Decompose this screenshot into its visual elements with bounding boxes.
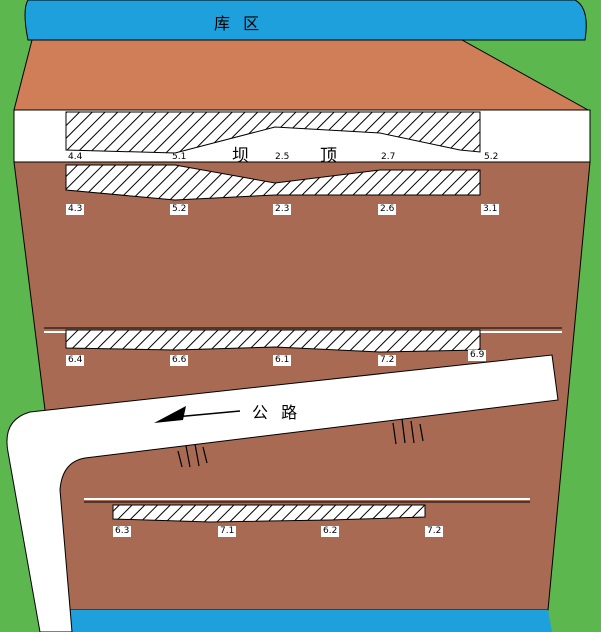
- crest-upstream-label-2: 5.1: [172, 152, 187, 162]
- drainage-marks-right: [392, 418, 424, 445]
- crest-upstream-label-5: 5.2: [484, 152, 499, 162]
- crest-upstream-label-3: 2.5: [275, 152, 290, 162]
- crest-downstream-label-2: 5.2: [170, 204, 189, 215]
- road-label: 公 路: [252, 403, 302, 422]
- crest-downstream-label-1: 4.3: [66, 204, 85, 215]
- road-arrow-head: [154, 406, 186, 423]
- berm-2-label-1: 6.3: [113, 526, 132, 537]
- hatched-zone-berm-2: [112, 504, 426, 523]
- hatched-zone-crest-upstream: [65, 111, 481, 154]
- berm-2-label-3: 6.2: [321, 526, 340, 537]
- drainage-marks-left: [177, 443, 208, 468]
- crest-upstream-label-4: 2.7: [381, 152, 396, 162]
- road: [6, 354, 559, 632]
- road-arrow-line: [174, 410, 241, 418]
- hatched-zone-berm-1: [65, 329, 481, 353]
- downstream-water: [66, 610, 552, 632]
- berm-1-label-3: 6.1: [273, 355, 292, 366]
- crest-downstream-label-4: 2.6: [378, 204, 397, 215]
- reservoir-water: [24, 0, 587, 41]
- crest-downstream-label-3: 2.3: [273, 204, 292, 215]
- berm-1-label-4: 7.2: [378, 355, 397, 366]
- berm-1-label-1: 6.4: [66, 355, 85, 366]
- crest-downstream-label-5: 3.1: [481, 204, 500, 215]
- crest-upstream-label-1: 4.4: [68, 152, 83, 162]
- dam-crest-label-left: 坝: [232, 146, 253, 166]
- berm-2-label-4: 7.2: [425, 526, 444, 537]
- berm-1-label-5: 6.9: [468, 350, 487, 361]
- hatched-zone-crest-downstream: [65, 164, 481, 201]
- berm-2-label-2: 7.1: [218, 526, 237, 537]
- berm-1-label-2: 6.6: [170, 355, 189, 366]
- dam-crest-label-right: 顶: [320, 146, 341, 166]
- reservoir-label: 库 区: [214, 14, 264, 33]
